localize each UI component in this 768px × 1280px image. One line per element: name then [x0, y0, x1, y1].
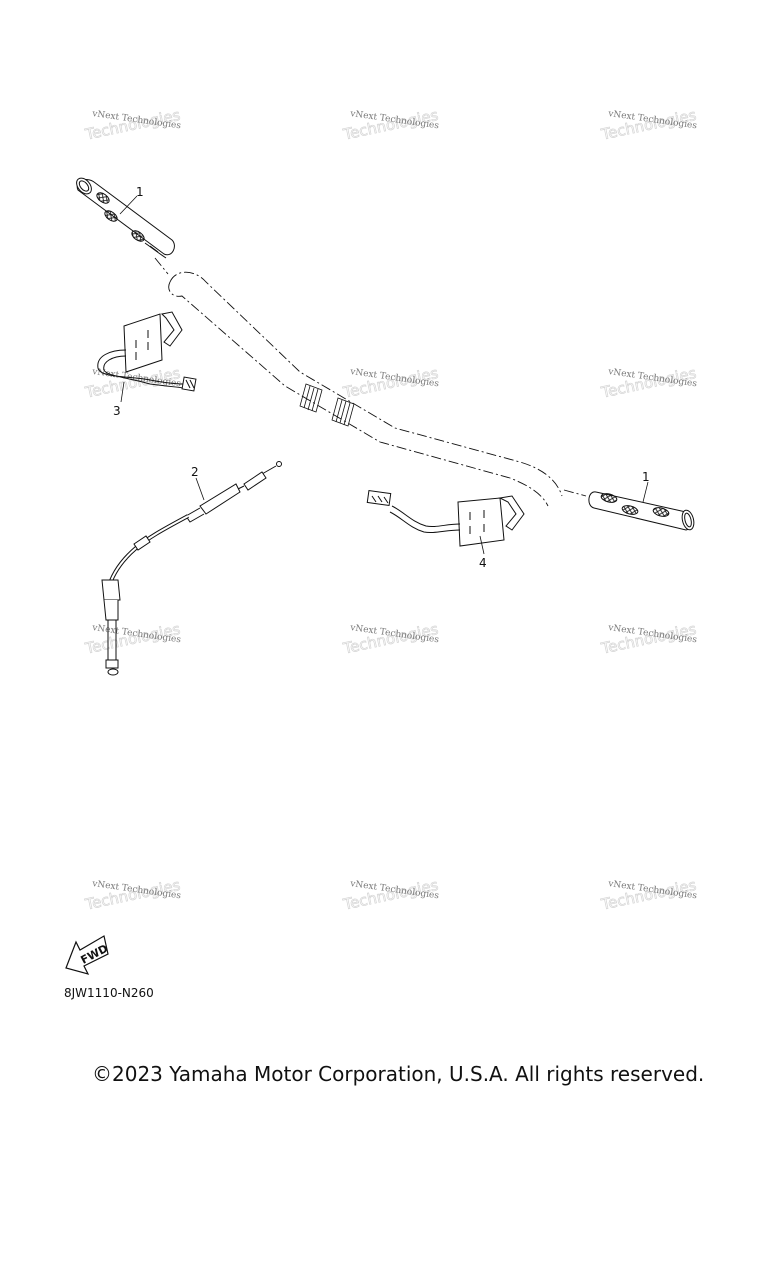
grip-heater-right — [366, 489, 525, 547]
throttle-cable — [101, 461, 282, 676]
handlebar-clamp-knurl — [299, 383, 355, 427]
fwd-arrow-icon: FWD — [65, 935, 110, 975]
leader-line — [119, 195, 138, 215]
leader-line — [120, 381, 125, 403]
copyright-text: ©2023 Yamaha Motor Corporation, U.S.A. A… — [92, 1062, 705, 1086]
callout-grip-left: 1 — [136, 185, 144, 199]
callout-heater-right: 4 — [479, 556, 487, 570]
callout-heater-left: 3 — [113, 404, 121, 418]
leader-line — [195, 477, 205, 501]
leader-line — [642, 481, 649, 503]
handlebar-phantom — [154, 257, 587, 507]
grip-heater-left — [97, 311, 197, 392]
drawing-code: 8JW1110-N260 — [64, 986, 154, 1000]
callout-throttle-cable: 2 — [191, 465, 199, 479]
leader-line — [479, 535, 485, 555]
grip-left — [76, 177, 175, 259]
grip-right — [588, 491, 695, 531]
callout-grip-right: 1 — [642, 470, 650, 484]
